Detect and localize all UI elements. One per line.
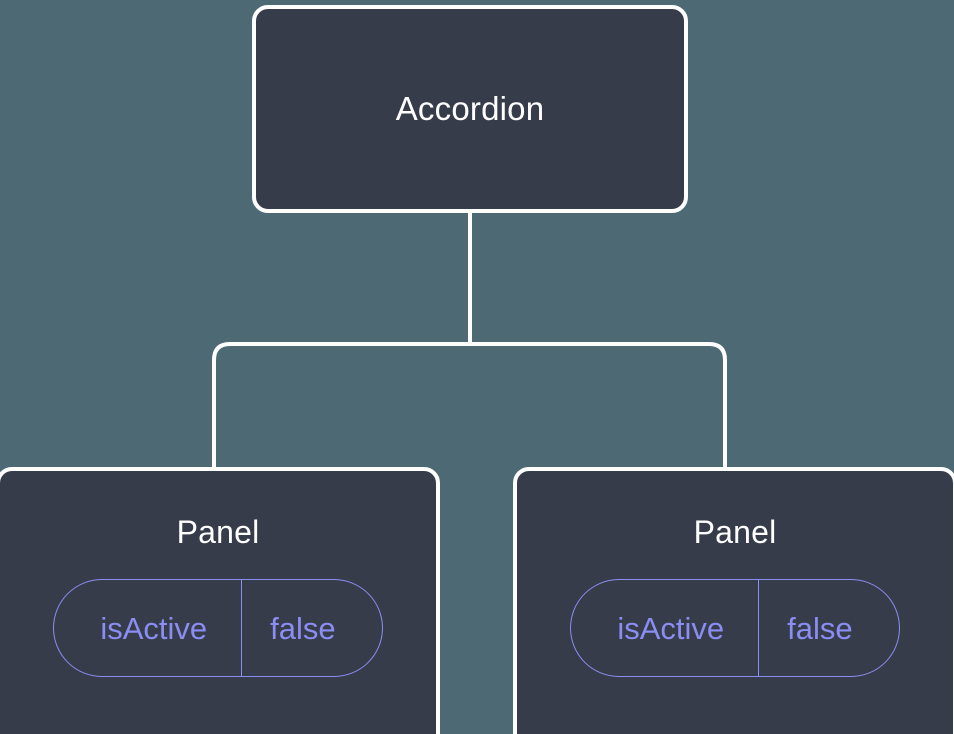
node-accordion[interactable]: Accordion bbox=[252, 5, 688, 213]
node-title: Panel bbox=[176, 514, 260, 550]
state-value: false bbox=[758, 580, 898, 677]
state-pill[interactable]: isActive false bbox=[570, 579, 900, 678]
node-title: Panel bbox=[693, 514, 777, 550]
node-panel[interactable]: Panel isActive false bbox=[0, 467, 440, 734]
state-value: false bbox=[241, 580, 381, 677]
node-title: Accordion bbox=[395, 89, 545, 127]
state-key: isActive bbox=[100, 610, 208, 646]
state-key: isActive bbox=[617, 610, 725, 646]
edge-bus bbox=[212, 342, 727, 467]
state-pill[interactable]: isActive false bbox=[53, 579, 383, 678]
node-panel[interactable]: Panel isActive false bbox=[513, 467, 954, 734]
